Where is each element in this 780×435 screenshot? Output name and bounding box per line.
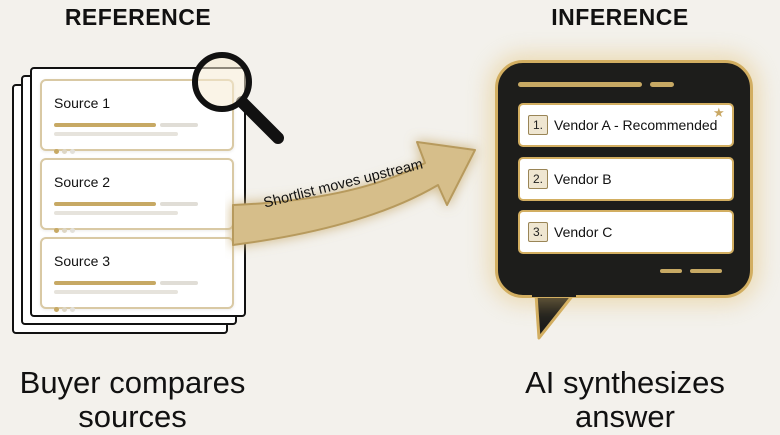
dots <box>54 141 78 159</box>
vendor-label: Vendor C <box>554 224 613 240</box>
reference-heading: REFERENCE <box>64 4 212 30</box>
vendor-item: 2. Vendor B <box>518 157 734 201</box>
bubble-text-line <box>690 269 722 273</box>
magnifier-icon <box>192 52 284 144</box>
vendor-number: 3. <box>528 222 548 242</box>
source-title: Source 1 <box>54 95 111 111</box>
vendor-label: Vendor B <box>554 171 612 187</box>
source-title: Source 3 <box>54 253 111 269</box>
dots <box>54 299 78 317</box>
source-card: Source 3 <box>40 237 234 312</box>
source-card: Source 1 <box>40 79 234 154</box>
dots <box>54 220 78 238</box>
text-line <box>160 123 198 127</box>
text-line <box>54 281 156 285</box>
text-line <box>54 290 178 294</box>
vendor-label: Vendor A - Recommended <box>554 117 718 133</box>
bubble-text-line <box>650 82 674 87</box>
text-line <box>160 202 198 206</box>
vendor-number: 2. <box>528 169 548 189</box>
inference-heading: INFERENCE <box>551 4 689 30</box>
text-line <box>54 132 178 136</box>
bubble-text-line <box>518 82 642 87</box>
text-line <box>160 281 198 285</box>
text-line <box>54 202 156 206</box>
bubble-tail-joint <box>532 289 576 297</box>
text-line <box>54 123 156 127</box>
star-icon: ★ <box>713 105 725 120</box>
source-card: Source 2 <box>40 158 234 233</box>
vendor-number: 1. <box>528 115 548 135</box>
vendor-item: 1. Vendor A - Recommended <box>518 103 734 147</box>
bubble-text-line <box>660 269 682 273</box>
reference-caption: Buyer compares sources <box>19 365 246 434</box>
inference-caption: AI synthesizes answer <box>525 365 725 434</box>
source-title: Source 2 <box>54 174 111 190</box>
text-line <box>54 211 178 215</box>
vendor-item: 3. Vendor C <box>518 210 734 254</box>
arrow-icon <box>232 141 476 246</box>
